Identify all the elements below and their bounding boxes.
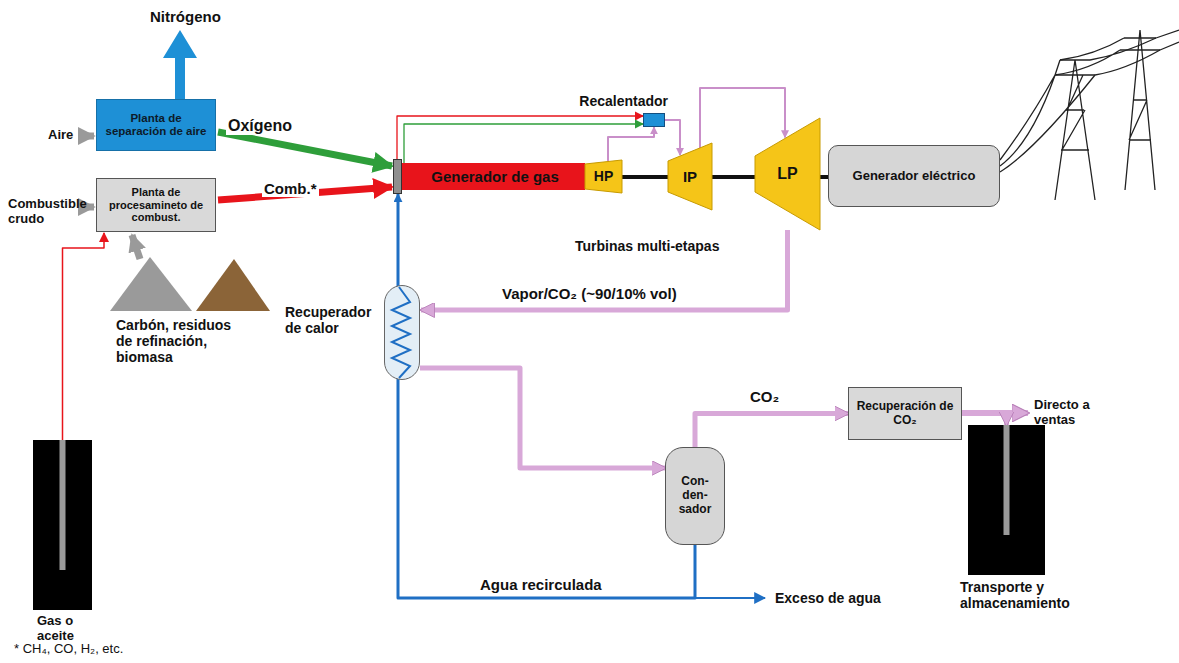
- flow-label: Combustible crudo: [8, 197, 84, 227]
- flow-label: Directo a ventas: [1034, 398, 1114, 428]
- flow-connector: [63, 233, 105, 440]
- reheater-box: Recalentador: [643, 113, 665, 127]
- storage-well: Transporte y almacenamiento: [968, 425, 1045, 575]
- air-arrow: [80, 133, 94, 140]
- process-box: Planta de separación de aire: [96, 99, 216, 151]
- edge-label: Comb.*: [262, 180, 319, 197]
- edge-label: CO₂: [748, 388, 781, 405]
- heat-recuperator: Recuperador de calor: [384, 285, 420, 380]
- flow-label: Aire: [48, 128, 73, 143]
- excess-water-line: [695, 597, 765, 599]
- process-box: Planta de procesamineto de combust.: [96, 178, 216, 232]
- flow-connector: [421, 230, 788, 310]
- node-text: Carbón, residuos de refinación, biomasa: [116, 317, 246, 365]
- node-text: Con- den- sador: [673, 475, 717, 516]
- flow-label: Nitrógeno: [150, 8, 221, 25]
- flow-label: Exceso de agua: [775, 590, 881, 606]
- flow-connector: [608, 127, 654, 162]
- flow-connector: [665, 120, 680, 155]
- node-text: Planta de separación de aire: [102, 112, 210, 138]
- flow-label: Turbinas multi-etapas: [575, 238, 719, 254]
- node-text: Gas o aceite: [37, 614, 97, 644]
- edge-label: Oxígeno: [226, 117, 294, 135]
- flow-connector: [695, 414, 848, 448]
- gas-generator: Generador de gas: [393, 163, 585, 190]
- node-text: Recuperador de calor: [285, 304, 377, 336]
- process-box: Recuperación de CO₂: [848, 387, 962, 440]
- flow-connector: [700, 88, 785, 148]
- turbine-stage: HP: [585, 160, 622, 193]
- node-text: Recalentador: [579, 93, 668, 109]
- flow-connector: [398, 194, 695, 598]
- well-pipe: [33, 440, 92, 610]
- edge-label: Agua recirculada: [478, 576, 604, 593]
- shaft-line: [820, 175, 828, 179]
- flow-connector: [132, 235, 140, 259]
- node-text: Planta de procesamineto de combust.: [102, 186, 210, 224]
- flow-connector: [218, 132, 392, 166]
- shaft-line: [712, 175, 755, 179]
- node-text: Recuperación de CO₂: [854, 400, 956, 428]
- injector-bar: [393, 159, 402, 194]
- node-text: Generador eléctrico: [853, 169, 976, 184]
- power-pylons: [1000, 30, 1179, 200]
- edge-label: Vapor/CO₂ (~90/10% vol): [500, 285, 679, 302]
- turbine-stage: IP: [668, 143, 712, 210]
- pile-symbols: [110, 255, 270, 313]
- flow-connector: [962, 414, 1007, 426]
- fuel-piles: Carbón, residuos de refinación, biomasa: [110, 255, 270, 313]
- nitrogen-arrow: [163, 30, 197, 99]
- node-text: Generador de gas: [431, 168, 559, 185]
- node-text: HP: [594, 168, 613, 184]
- electric-generator: Generador eléctrico: [828, 145, 1000, 207]
- condenser: Con- den- sador: [665, 447, 725, 545]
- turbine-stage: LP: [755, 118, 820, 230]
- gas-well: Gas o aceite: [33, 440, 92, 610]
- node-text: Transporte y almacenamiento: [960, 579, 1100, 611]
- well-pipe: [968, 425, 1045, 575]
- footnote: * CH₄, CO, H₂, etc.: [14, 642, 123, 657]
- node-text: LP: [777, 165, 797, 183]
- coil-symbol: [384, 285, 420, 380]
- shaft-line: [622, 175, 668, 179]
- flow-connector: [397, 116, 643, 159]
- flow-connector: [420, 368, 665, 468]
- node-text: IP: [683, 168, 697, 185]
